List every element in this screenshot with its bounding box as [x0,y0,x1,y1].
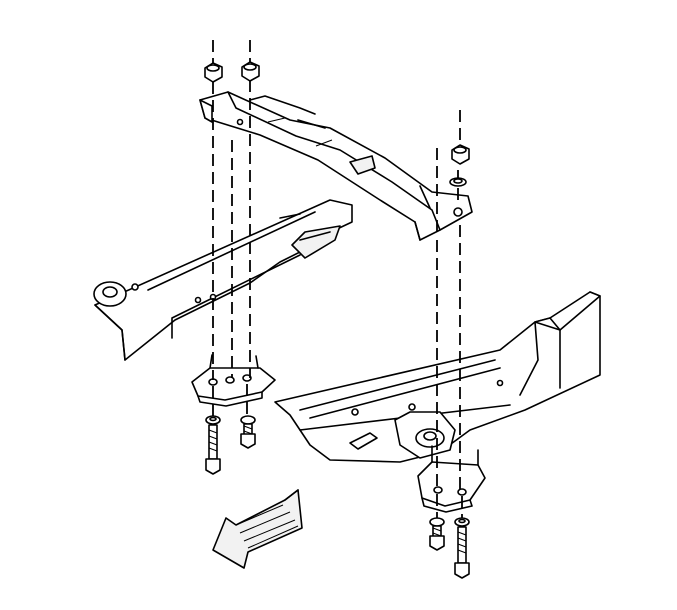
left-frame-rail [93,199,353,361]
hex-nut-icon [204,61,470,187]
hex-bolt-icon [205,415,256,475]
alignment-lines [212,40,463,520]
arrow-icon [212,489,303,569]
hex-bolt-icon [429,517,470,579]
crossmember [199,91,473,241]
left-mount-bracket [191,354,276,407]
right-mount-bracket [417,445,486,513]
